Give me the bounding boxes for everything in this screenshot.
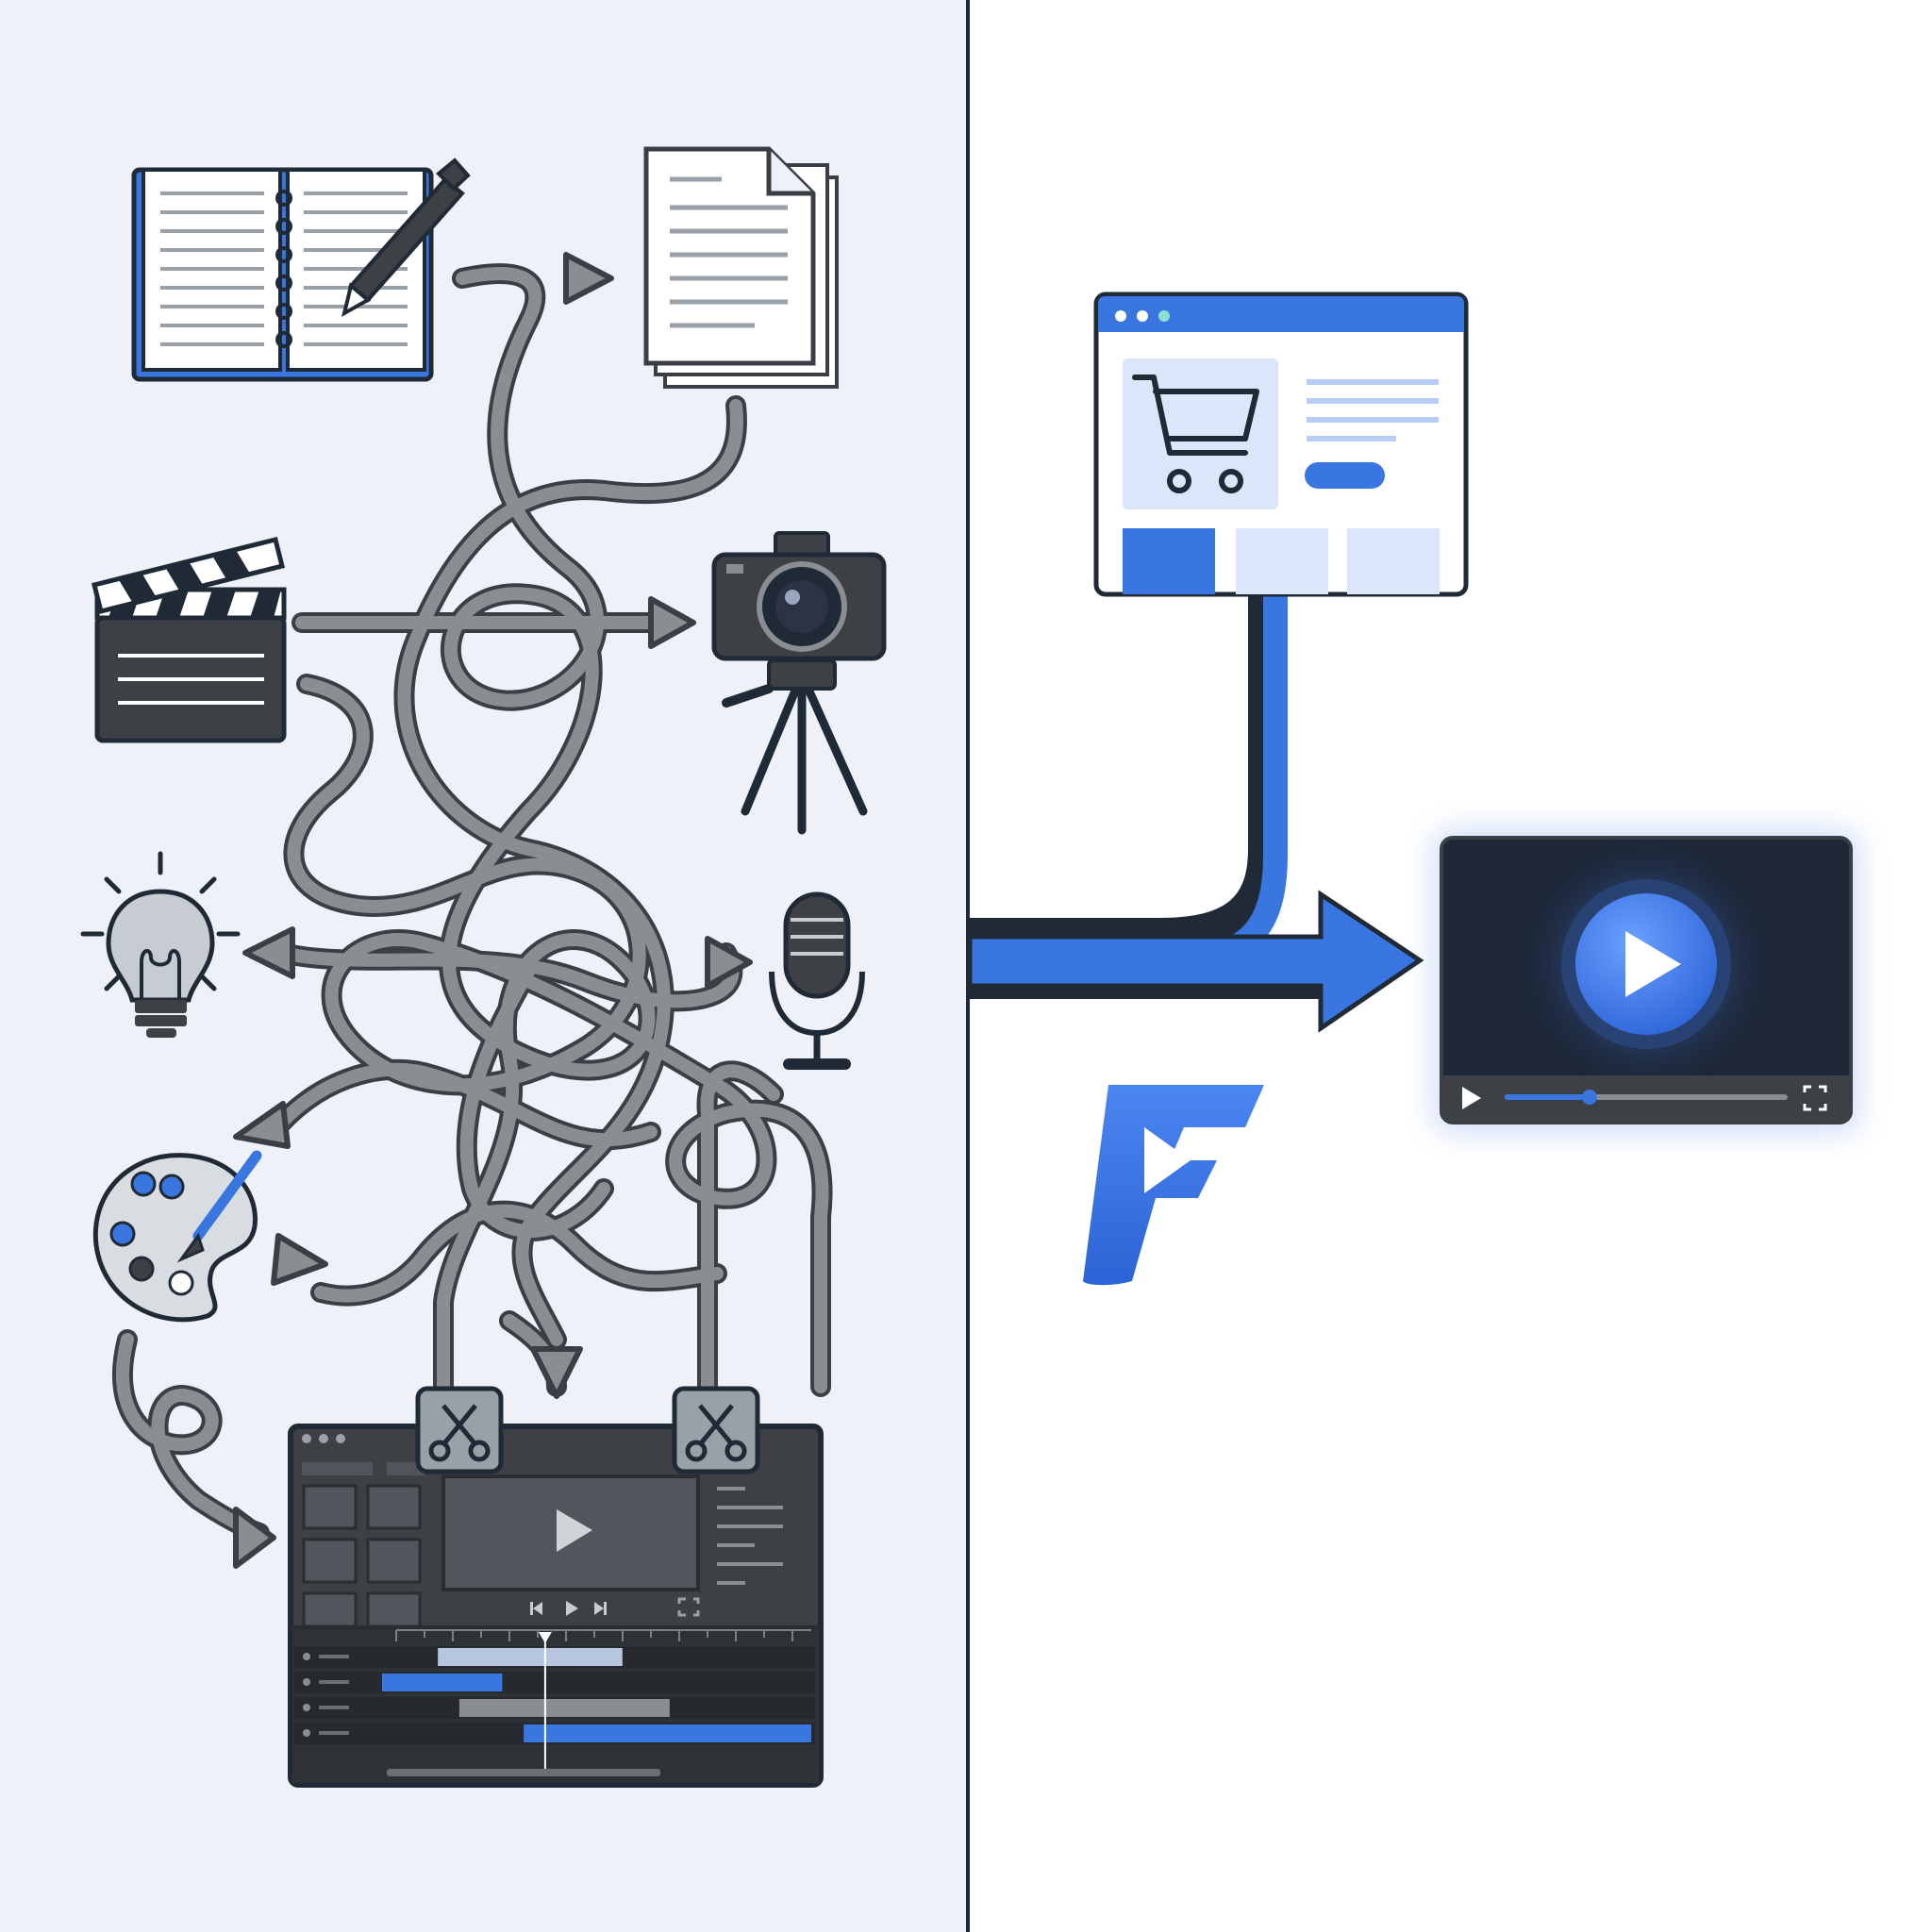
lightbulb-icon — [80, 851, 241, 1038]
logo-mark — [1083, 1085, 1264, 1286]
arrowhead-to-palette — [233, 1101, 291, 1149]
timeline-playhead-handle[interactable] — [538, 1632, 552, 1643]
progress-knob[interactable] — [1582, 1090, 1597, 1105]
arrowhead-to-camera — [648, 596, 696, 649]
track-lock-icon[interactable] — [303, 1704, 310, 1711]
cart-icon — [1132, 375, 1259, 493]
track-label — [319, 1655, 349, 1658]
arrowhead-to-documents — [563, 252, 614, 305]
track-label — [319, 1731, 349, 1735]
track-label — [319, 1680, 349, 1684]
streamlined-flow — [967, 592, 1424, 1033]
arrowhead-to-microphone — [705, 936, 753, 989]
timeline-track — [294, 1672, 815, 1693]
microphone-icon — [769, 891, 865, 1070]
video-editor-icon — [288, 1424, 824, 1788]
tangled-paths — [112, 252, 833, 1569]
arrowhead-to-lightbulb — [242, 926, 295, 979]
timeline-tracks — [294, 1632, 815, 1774]
track-lock-icon[interactable] — [303, 1678, 310, 1686]
timeline-clip[interactable] — [438, 1648, 623, 1666]
timeline-clip[interactable] — [524, 1724, 811, 1742]
timeline-clip[interactable] — [458, 1699, 670, 1717]
arrowhead-to-editor — [233, 1507, 276, 1569]
clapperboard-icon — [91, 536, 287, 743]
fullscreen-icon[interactable] — [1803, 1085, 1827, 1111]
track-label — [319, 1706, 349, 1709]
camera-tripod-icon — [711, 531, 887, 835]
main-arrow — [967, 890, 1424, 1033]
arrowhead-to-palette-lower — [271, 1233, 328, 1286]
notebook-pen-icon — [131, 158, 471, 382]
scissors-icon — [415, 1386, 504, 1474]
timeline-clip[interactable] — [382, 1674, 503, 1691]
documents-icon — [643, 146, 839, 389]
track-lock-icon[interactable] — [303, 1729, 310, 1737]
progress-fill — [1505, 1094, 1590, 1100]
video-player-icon — [1434, 830, 1858, 1132]
track-lock-icon[interactable] — [303, 1653, 310, 1660]
pen-icon — [341, 158, 471, 317]
scissors-icon — [672, 1386, 760, 1474]
arrowhead-down-editor — [530, 1346, 583, 1399]
browser-shop-icon — [1093, 291, 1469, 597]
player-play-button[interactable] — [1462, 1087, 1481, 1109]
palette-brush-icon — [92, 1150, 262, 1323]
